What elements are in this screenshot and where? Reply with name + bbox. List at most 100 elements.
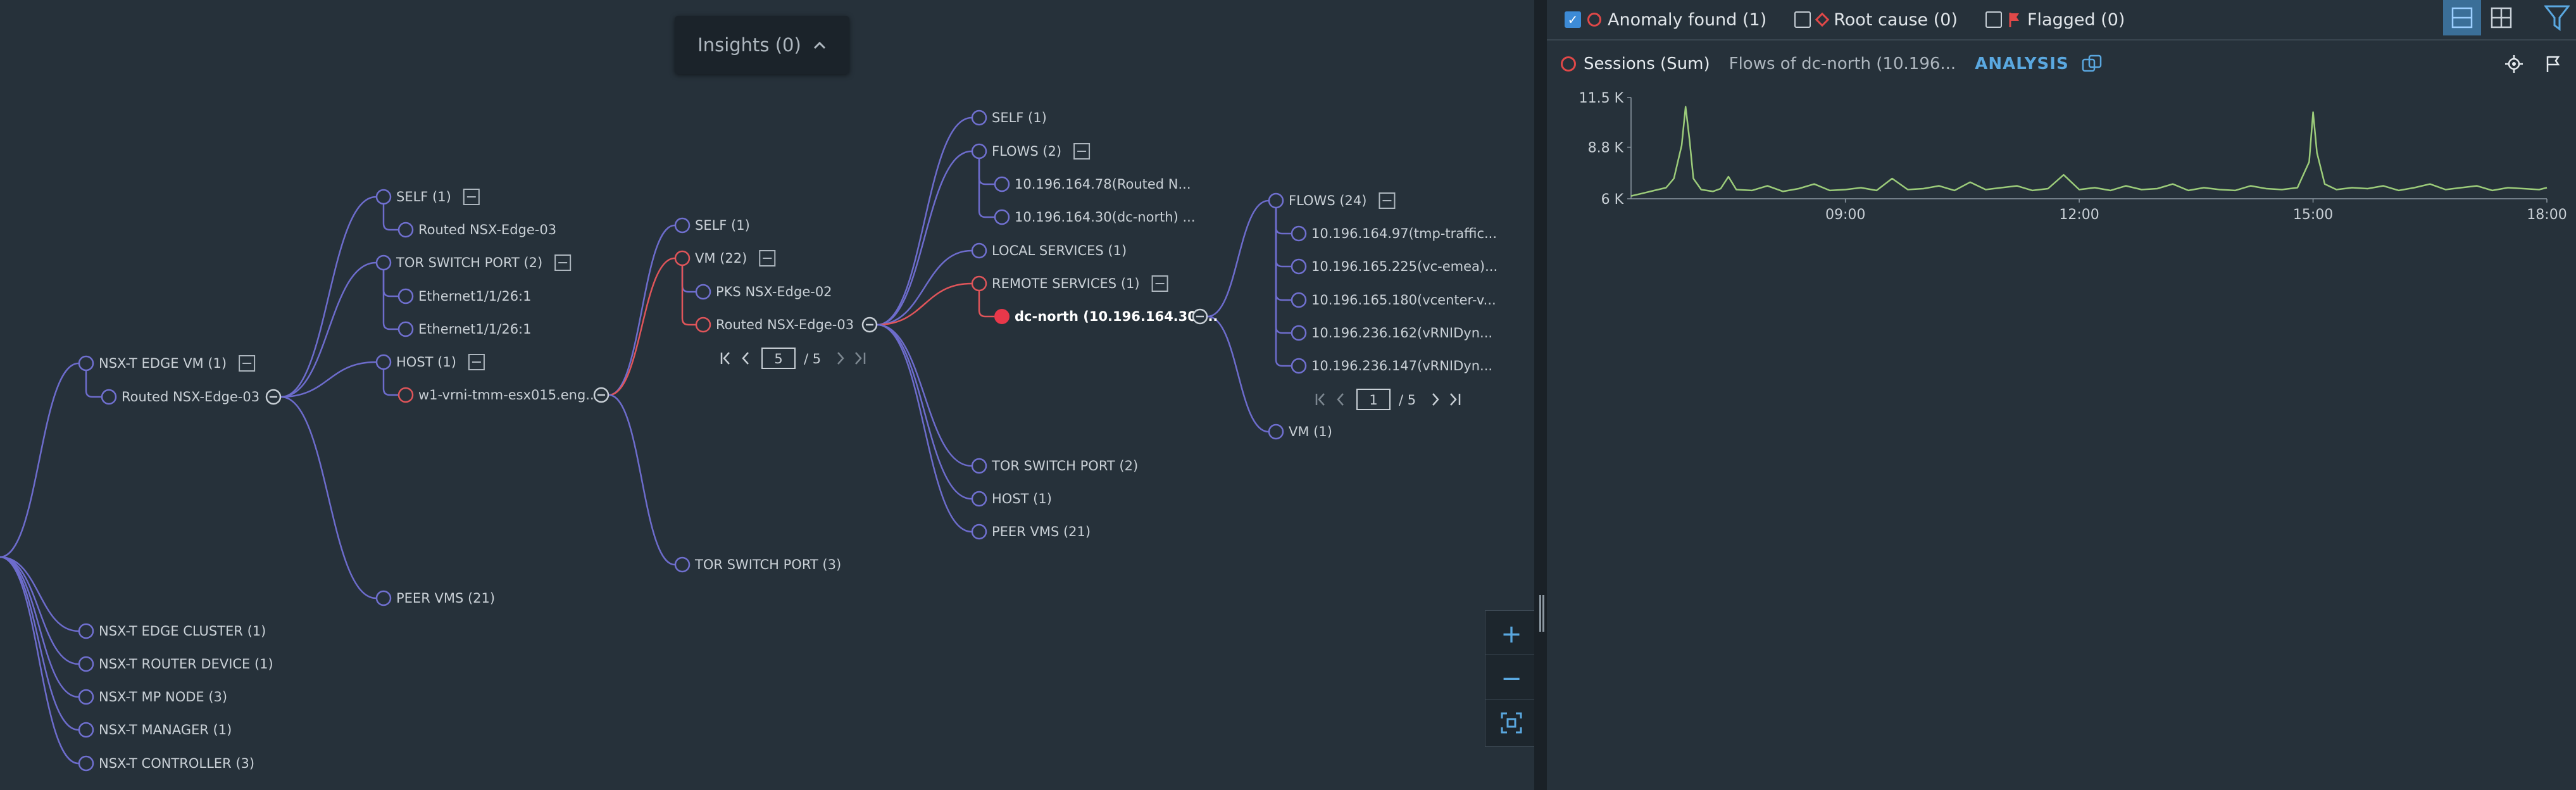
expand-toggle-icon[interactable]: [861, 317, 878, 333]
topology-node[interactable]: TOR SWITCH PORT (2): [971, 458, 1138, 474]
node-label: LOCAL SERVICES (1): [992, 243, 1127, 258]
last-page-icon[interactable]: [855, 352, 862, 365]
topology-node[interactable]: NSX-T MANAGER (1): [78, 722, 232, 738]
topology-node[interactable]: PKS NSX-Edge-02: [695, 284, 832, 300]
sessions-series-line[interactable]: [1630, 106, 2548, 197]
prev-page-icon[interactable]: [1337, 393, 1344, 406]
topology-node[interactable]: SELF (1): [971, 110, 1047, 126]
node-circle-icon: [674, 217, 691, 234]
expand-toggle-icon[interactable]: [265, 389, 282, 405]
topology-node[interactable]: NSX-T EDGE VM (1): [78, 355, 256, 372]
next-page-icon[interactable]: [837, 352, 844, 365]
topology-graph[interactable]: NSX-T EDGE VM (1) Routed NSX-Edge-03NSX-T…: [0, 0, 1538, 790]
prev-page-icon[interactable]: [742, 352, 749, 365]
topology-edge: [280, 261, 377, 398]
filter-button[interactable]: [2538, 0, 2576, 35]
flag-outline-icon[interactable]: [2546, 55, 2561, 73]
topology-node[interactable]: NSX-T ROUTER DEVICE (1): [78, 656, 273, 672]
topology-node[interactable]: SELF (1): [674, 217, 750, 234]
topology-node[interactable]: NSX-T CONTROLLER (3): [78, 755, 254, 772]
topology-node[interactable]: LOCAL SERVICES (1): [971, 242, 1127, 259]
topology-edge: [382, 270, 398, 330]
topology-node[interactable]: Ethernet1/1/26:1: [397, 321, 532, 337]
node-label: NSX-T CONTROLLER (3): [99, 756, 254, 771]
node-circle-icon: [78, 623, 94, 639]
last-page-icon[interactable]: [1450, 393, 1457, 406]
topology-node[interactable]: HOST (1): [971, 491, 1052, 507]
topology-node[interactable]: VM (22): [674, 250, 776, 266]
topology-node[interactable]: REMOTE SERVICES (1): [971, 275, 1168, 292]
topology-node[interactable]: Routed NSX-Edge-03: [101, 389, 259, 405]
x-tick-label: 09:00: [1825, 207, 1865, 223]
fit-screen-icon: [1501, 712, 1522, 734]
expand-toggle-icon[interactable]: [1192, 308, 1208, 325]
collapse-icon[interactable]: [1379, 192, 1396, 209]
collapse-icon[interactable]: [463, 189, 480, 205]
topology-node[interactable]: w1-vrni-tmm-esx015.eng...: [397, 387, 598, 403]
link-icon[interactable]: [2082, 54, 2103, 73]
anomaly-checkbox[interactable]: ✓: [1565, 11, 1581, 28]
topology-node[interactable]: Routed NSX-Edge-03: [397, 222, 556, 238]
minus-icon: −: [1501, 664, 1522, 693]
topology-node[interactable]: NSX-T EDGE CLUSTER (1): [78, 623, 266, 639]
pagination-control[interactable]: 5/ 5: [720, 348, 866, 369]
topology-node[interactable]: FLOWS (2): [971, 143, 1091, 160]
x-tick-label: 12:00: [2059, 207, 2099, 223]
locate-icon[interactable]: [2505, 55, 2523, 73]
topology-node[interactable]: dc-north (10.196.164.30)...: [994, 309, 1218, 324]
topology-node[interactable]: TOR SWITCH PORT (2): [375, 254, 572, 271]
flagged-checkbox[interactable]: [1985, 11, 2002, 28]
collapse-icon[interactable]: [554, 254, 572, 271]
topology-node[interactable]: 10.196.236.162(vRNIDyn...: [1291, 325, 1492, 341]
topology-node[interactable]: 10.196.164.30(dc-north) ...: [994, 209, 1196, 225]
zoom-out-button[interactable]: −: [1485, 655, 1538, 703]
topology-node[interactable]: Ethernet1/1/26:1: [397, 288, 532, 304]
zoom-in-button[interactable]: +: [1485, 610, 1538, 658]
page-input[interactable]: [761, 348, 796, 369]
root-cause-checkbox[interactable]: [1794, 11, 1811, 28]
node-circle-icon: [375, 590, 392, 606]
topology-node[interactable]: FLOWS (24): [1268, 192, 1396, 209]
collapse-icon[interactable]: [239, 355, 256, 372]
collapse-icon[interactable]: [468, 354, 485, 370]
collapse-icon[interactable]: [1073, 143, 1091, 160]
topology-node[interactable]: PEER VMS (21): [375, 590, 495, 606]
grid-view-toggle[interactable]: [2482, 0, 2520, 35]
node-circle-icon: [971, 524, 987, 540]
pagination-control[interactable]: 1/ 5: [1315, 389, 1461, 410]
topology-node[interactable]: 10.196.164.97(tmp-traffic...: [1291, 225, 1497, 242]
filter-flagged[interactable]: Flagged (0): [1985, 10, 2125, 30]
node-label: HOST (1): [396, 354, 456, 370]
expand-toggle-icon[interactable]: [593, 387, 610, 403]
insights-button[interactable]: Insights (0): [675, 16, 849, 74]
node-circle-icon: [971, 110, 987, 126]
filter-root-cause[interactable]: Root cause (0): [1794, 10, 1958, 30]
topology-node[interactable]: 10.196.236.147(vRNIDyn...: [1291, 358, 1492, 374]
topology-edge: [877, 323, 972, 500]
topology-node[interactable]: SELF (1): [375, 189, 480, 205]
resize-handle[interactable]: [1539, 595, 1544, 632]
topology-node[interactable]: 10.196.165.225(vc-emea)...: [1291, 258, 1497, 275]
next-page-icon[interactable]: [1432, 393, 1439, 406]
list-view-toggle[interactable]: [2443, 0, 2481, 35]
analysis-link[interactable]: ANALYSIS: [1975, 54, 2069, 73]
topology-node[interactable]: NSX-T MP NODE (3): [78, 689, 227, 705]
topology-node[interactable]: HOST (1): [375, 354, 485, 370]
fit-to-screen-button[interactable]: [1485, 699, 1538, 747]
topology-node[interactable]: PEER VMS (21): [971, 524, 1091, 540]
topology-node[interactable]: TOR SWITCH PORT (3): [674, 556, 841, 573]
node-label: NSX-T MANAGER (1): [99, 722, 232, 737]
topology-node[interactable]: Routed NSX-Edge-03: [695, 317, 854, 333]
filter-anomaly[interactable]: ✓ Anomaly found (1): [1565, 10, 1766, 30]
page-input[interactable]: [1356, 389, 1391, 410]
panel-divider[interactable]: [1534, 0, 1547, 790]
topology-edge: [0, 556, 79, 665]
topology-node[interactable]: 10.196.164.78(Routed N...: [994, 176, 1191, 192]
topology-node[interactable]: VM (1): [1268, 423, 1332, 440]
collapse-icon[interactable]: [1151, 275, 1168, 292]
collapse-icon[interactable]: [759, 250, 776, 266]
topology-node[interactable]: 10.196.165.180(vcenter-v...: [1291, 292, 1496, 308]
node-label: PEER VMS (21): [992, 524, 1091, 539]
